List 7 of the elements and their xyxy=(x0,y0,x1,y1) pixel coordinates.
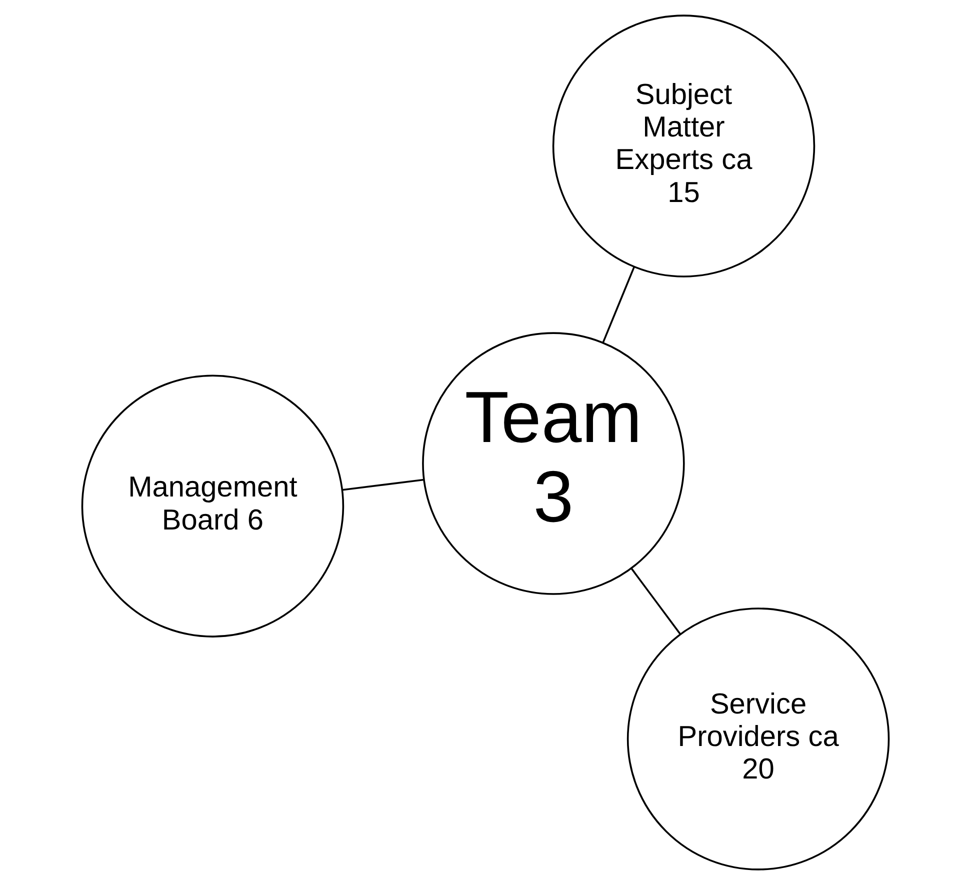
node-circle: Service Providers ca 20 xyxy=(626,608,890,870)
node-circle: Team 3 xyxy=(422,332,685,595)
node-circle: Subject Matter Experts ca 15 xyxy=(552,14,816,278)
connector xyxy=(342,478,424,491)
connector xyxy=(630,568,681,634)
node-circle: Management Board 6 xyxy=(81,374,344,638)
connector xyxy=(602,266,635,343)
